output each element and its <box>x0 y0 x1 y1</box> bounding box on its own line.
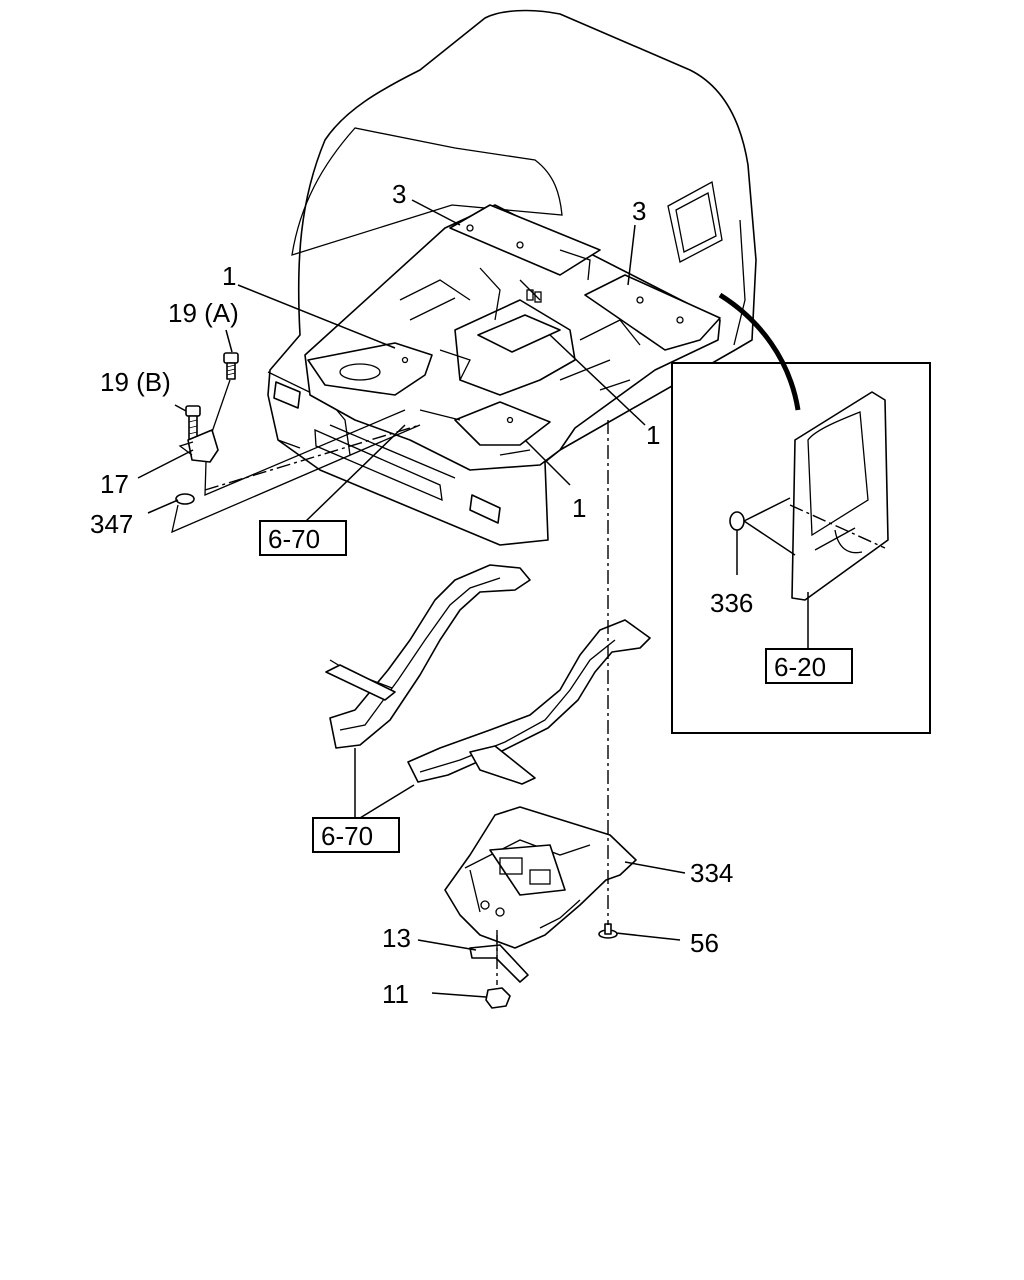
frame-rails <box>325 564 651 820</box>
leader-lines <box>137 199 686 998</box>
ref-6-70-upper: 6-70 <box>268 524 320 554</box>
label-3-right: 3 <box>632 196 646 226</box>
ref-6-70-lower: 6-70 <box>321 821 373 851</box>
ref-box-6-70-upper: 6-70 <box>259 520 347 556</box>
bracket-17 <box>187 429 219 463</box>
mount-hardware <box>171 352 421 534</box>
ref-box-6-20: 6-20 <box>765 648 853 684</box>
label-56: 56 <box>690 928 719 958</box>
label-19b: 19 (B) <box>100 367 171 397</box>
label-1-left: 1 <box>222 261 236 291</box>
label-11: 11 <box>382 979 409 1009</box>
label-13: 13 <box>382 923 411 953</box>
plug-336 <box>729 511 745 531</box>
label-17: 17 <box>100 469 129 499</box>
label-334: 334 <box>690 858 733 888</box>
floor-panel <box>304 204 721 471</box>
label-347: 347 <box>90 509 133 539</box>
label-1-lower: 1 <box>572 493 586 523</box>
alignment-lines <box>204 420 609 985</box>
label-19a: 19 (A) <box>168 298 239 328</box>
reference-boxes: 6-70 6-70 6-20 <box>259 520 853 853</box>
bolt-19a <box>223 352 239 380</box>
tunnel-cover-334 <box>444 806 637 949</box>
label-1-right: 1 <box>646 420 660 450</box>
label-336: 336 <box>710 588 753 618</box>
part-labels: 3 3 1 1 1 19 (A) 19 (B) 17 347 336 334 5… <box>90 179 753 1009</box>
ref-box-6-70-lower: 6-70 <box>312 817 400 853</box>
washer-347 <box>175 493 195 505</box>
nut-11 <box>485 987 511 1009</box>
clip-56 <box>598 923 618 939</box>
label-3-left: 3 <box>392 179 406 209</box>
ref-6-20: 6-20 <box>774 652 826 682</box>
